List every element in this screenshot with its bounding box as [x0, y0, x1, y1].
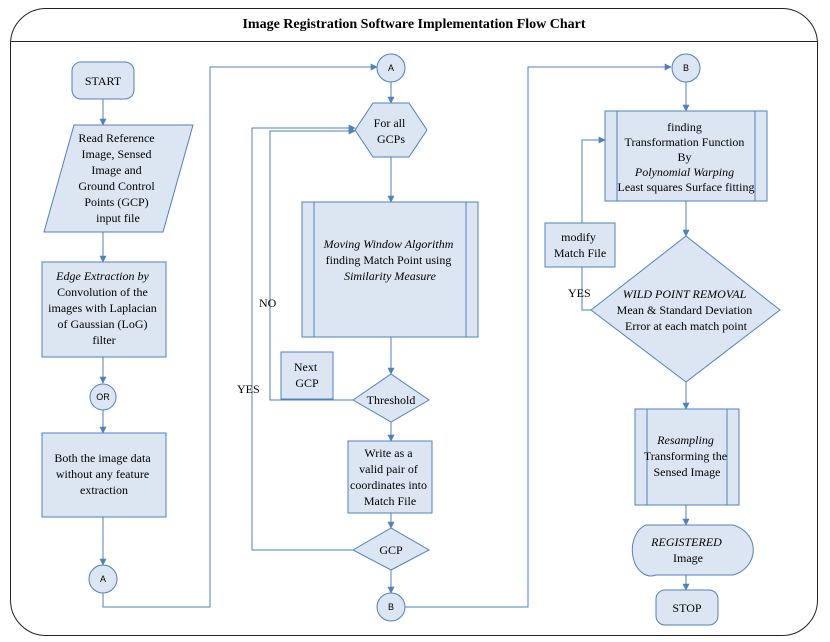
start-label: START [85, 74, 122, 88]
edge-extraction-box [41, 261, 167, 358]
edge-labels: NO YES YES [237, 286, 591, 396]
threshold-diamond [352, 373, 430, 423]
for-all-gcps-hexagon [354, 102, 428, 158]
registered-label: REGISTERED Image [650, 535, 725, 565]
write-pair-label: Write as a valid pair of coordinates int… [350, 446, 430, 508]
shapes [41, 53, 781, 626]
diagram-title: Image Registration Software Implementati… [11, 9, 817, 42]
b-connector-top [671, 53, 701, 83]
threshold-label: Threshold [367, 393, 416, 407]
wild-point-label: WILD POINT REMOVAL Mean & Standard Devia… [617, 287, 756, 333]
a-connector-top-label: A [388, 63, 394, 73]
modify-match-box [544, 222, 616, 268]
read-input-parallelogram [43, 124, 194, 233]
b-connector-top-label: B [683, 63, 689, 73]
for-all-gcps-label: For all GCPs [374, 116, 409, 146]
edge-gcp-yes-loop [251, 124, 356, 551]
b-connector-bottom [376, 592, 406, 622]
both-image-label: Both the image data without any feature … [54, 451, 153, 497]
edge-threshold-no-loop [269, 127, 356, 401]
write-pair-box [347, 440, 433, 514]
a-connector-top [376, 53, 406, 83]
connector-lines [99, 63, 690, 608]
edge-b-to-b [405, 63, 672, 608]
gcp-decision-label: GCP [379, 543, 403, 557]
b-connector-bottom-label: B [388, 602, 394, 612]
yes-edge-label-left: YES [237, 382, 260, 396]
next-gcp-label: Next GCP [294, 360, 320, 390]
yes-edge-label-right: YES [568, 286, 591, 300]
or-label: OR [96, 392, 110, 402]
registered-display-shape [631, 524, 754, 577]
resampling-box [634, 408, 740, 506]
moving-window-box [301, 201, 479, 338]
modify-match-label: modify Match File [554, 230, 606, 260]
a-connector-bottom-label: A [100, 574, 106, 584]
next-gcp-box [280, 351, 334, 400]
transformation-label: finding Transformation Function By Polyn… [618, 120, 755, 194]
no-edge-label: NO [259, 296, 277, 310]
wild-point-diamond [590, 235, 781, 383]
or-connector [89, 383, 117, 411]
edge-a-to-a [102, 63, 378, 608]
read-input-label: Read Reference Image, Sensed Image and G… [78, 131, 157, 225]
edge-extraction-label: Edge Extraction by Convolution of the im… [48, 269, 160, 347]
resampling-label: Resampling Transforming the Sensed Image [644, 433, 730, 479]
stop-terminal [655, 589, 719, 626]
node-labels: START Read Reference Image, Sensed Image… [48, 63, 756, 615]
both-image-box [41, 432, 167, 518]
moving-window-label: Moving Window Algorithm finding Match Po… [323, 237, 457, 283]
a-connector-bottom [88, 564, 118, 594]
stop-label: STOP [672, 601, 701, 615]
transformation-box [604, 110, 768, 202]
start-terminal [71, 61, 135, 100]
gcp-diamond [351, 527, 431, 571]
process-side-bars [313, 111, 756, 505]
